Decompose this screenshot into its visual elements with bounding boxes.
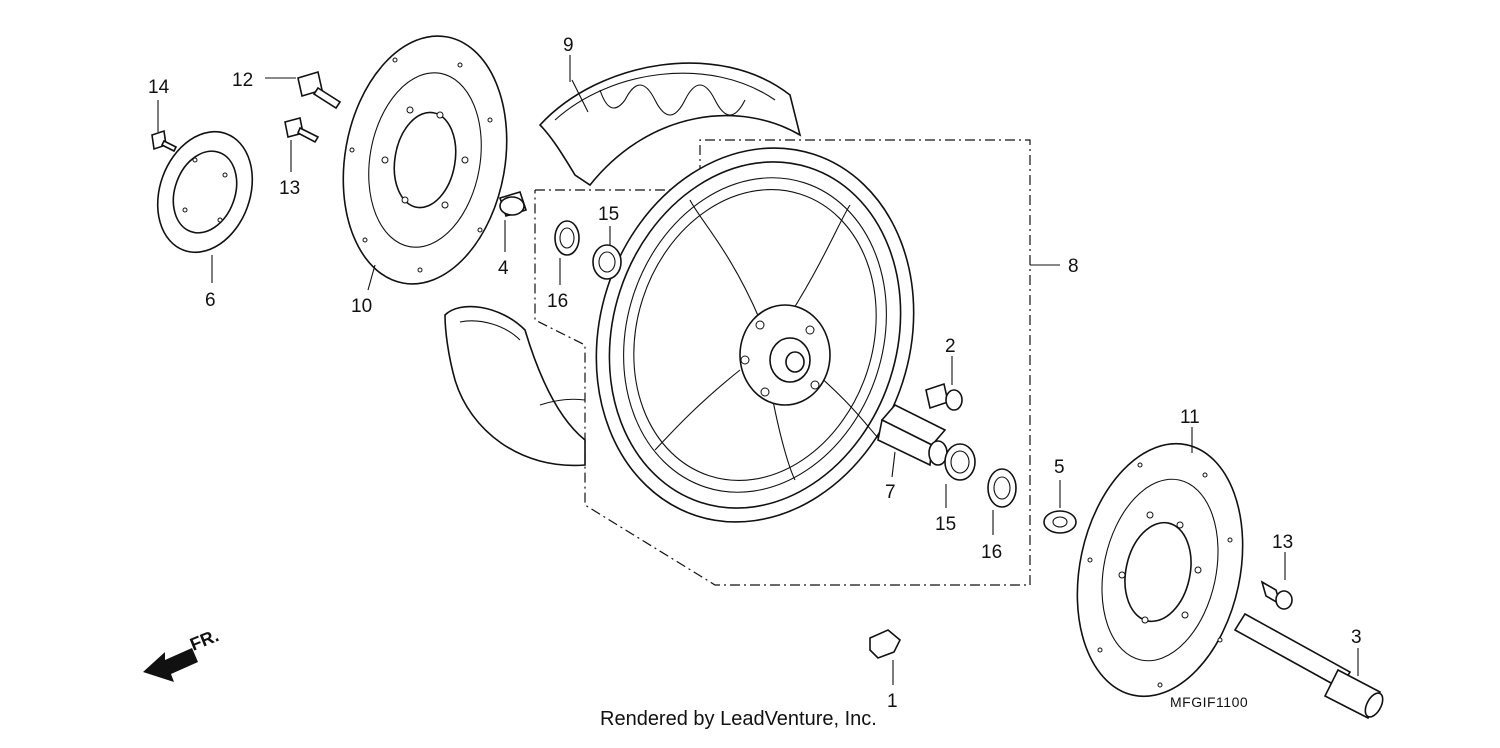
- diagram-code: MFGIF1100: [1170, 694, 1249, 710]
- callout-13-left: 13: [279, 178, 300, 199]
- callout-3: 3: [1351, 627, 1362, 648]
- wheel-rim: [595, 147, 915, 523]
- tire-lower-part: [444, 305, 586, 467]
- callout-10: 10: [351, 296, 372, 317]
- callout-16-lower: 16: [981, 542, 1002, 563]
- callout-9: 9: [563, 35, 574, 56]
- callout-4: 4: [498, 258, 509, 279]
- distance-collar: [877, 404, 948, 467]
- callout-6: 6: [205, 290, 216, 311]
- tire-upper-part: [538, 62, 802, 187]
- callout-1: 1: [887, 691, 898, 712]
- callout-7: 7: [885, 482, 896, 503]
- brake-disc-left: [342, 35, 508, 285]
- callout-8: 8: [1068, 256, 1079, 277]
- callout-15-upper: 15: [598, 204, 619, 225]
- callout-14: 14: [148, 77, 170, 98]
- axle: [1233, 612, 1384, 720]
- fasteners: [151, 70, 1293, 659]
- callout-11: 11: [1180, 407, 1200, 428]
- bearings-and-seals: [554, 220, 1017, 508]
- brake-disc-right: [1076, 442, 1244, 698]
- callout-labels: 1 2 3 4 5 6 7 8 9 10 11 12 13 13 14 15 1…: [148, 35, 1362, 712]
- callout-12: 12: [232, 70, 253, 91]
- callout-2: 2: [945, 336, 956, 357]
- callout-16-upper: 16: [547, 291, 568, 312]
- callout-13-right: 13: [1272, 532, 1293, 553]
- callout-5: 5: [1054, 457, 1065, 478]
- assembly-outline-8: [534, 139, 1060, 586]
- callout-15-lower: 15: [935, 514, 956, 535]
- render-credit: Rendered by LeadVenture, Inc.: [600, 708, 877, 730]
- front-direction-arrow: [143, 648, 198, 682]
- pulser-ring: [156, 130, 254, 254]
- leader-lines: [157, 55, 1359, 685]
- collars: [498, 191, 1077, 534]
